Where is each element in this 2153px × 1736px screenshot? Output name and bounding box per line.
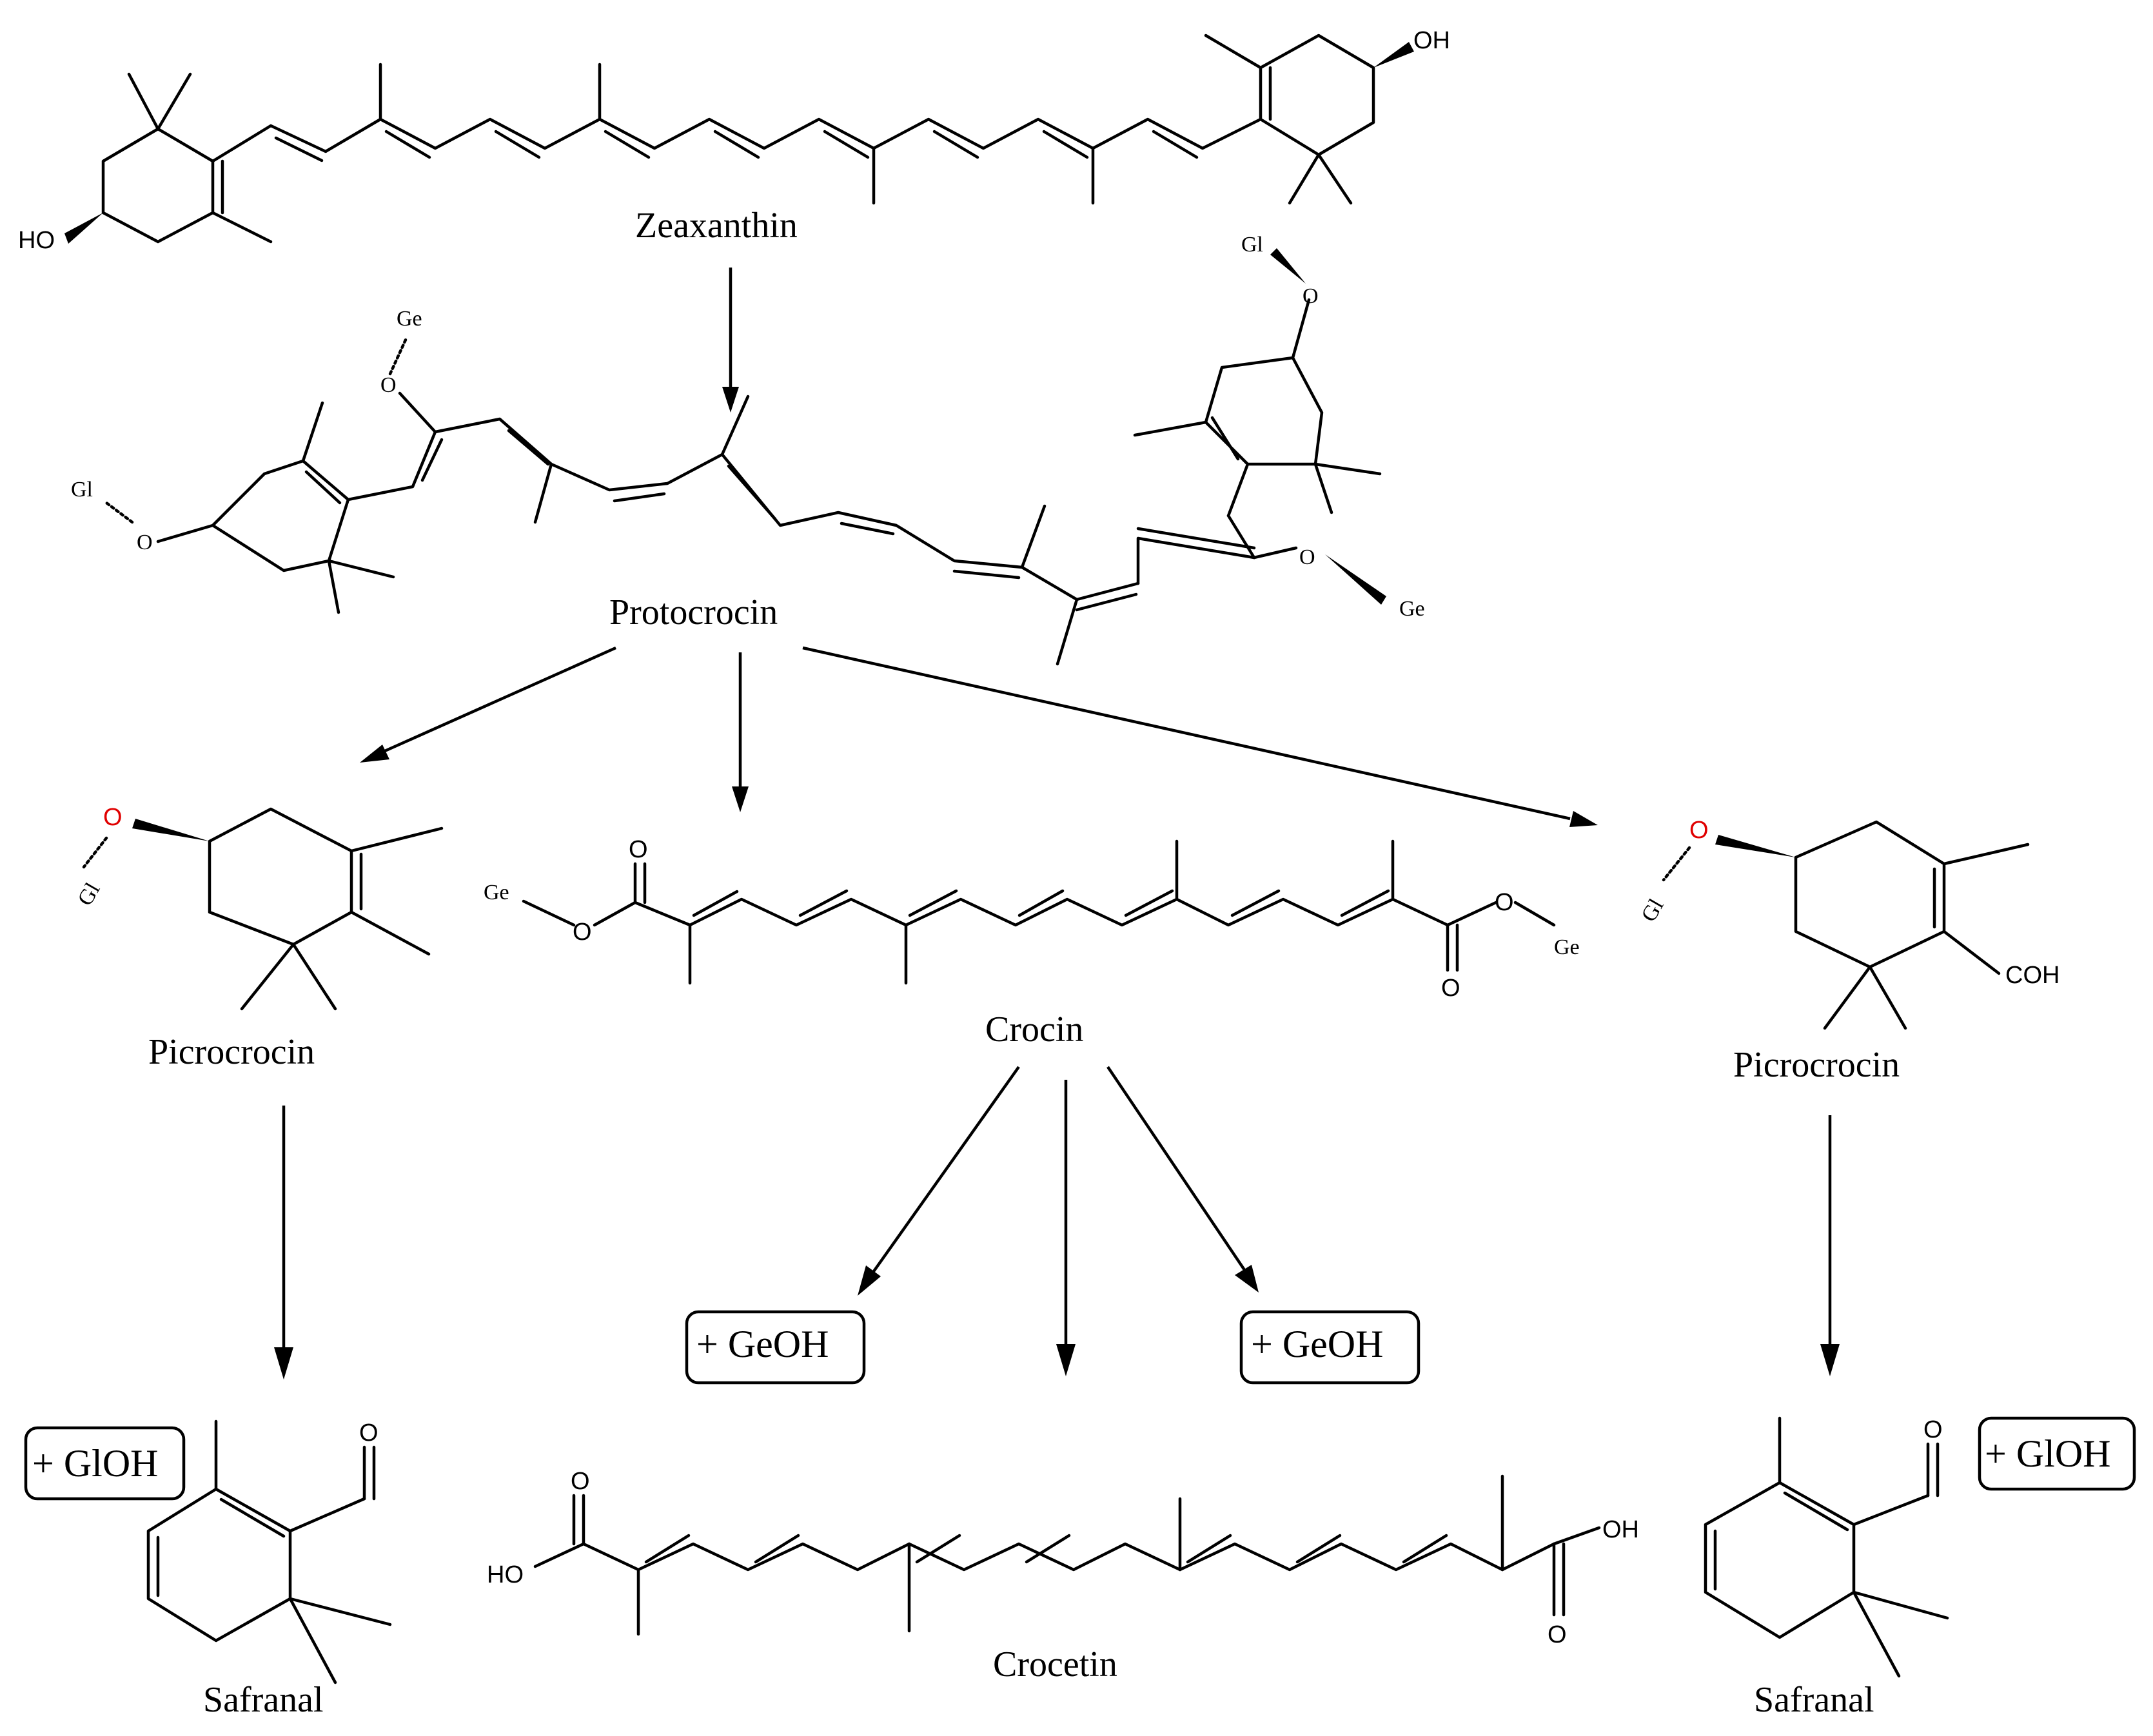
picrocrocin-right-structure: COH O Gl <box>1637 817 2060 1030</box>
reaction-arrow <box>802 646 1571 821</box>
geoh-left-box <box>685 1310 866 1385</box>
protocrocin-right-ring <box>1204 356 1324 518</box>
safranal-left-label: Safranal <box>203 1680 324 1720</box>
crocetin-structure: HO O OH O <box>487 1468 1639 1648</box>
geoh-right-label: + GeOH <box>1251 1323 1383 1365</box>
oxygen-label: O <box>380 373 397 397</box>
gentiobiose-label: Ge <box>397 307 422 331</box>
oxygen-label: O <box>629 836 648 863</box>
safranal-right-label: Safranal <box>1754 1680 1874 1720</box>
hydroxyl-label: HO <box>487 1561 524 1588</box>
protocrocin-left-ring <box>211 459 350 572</box>
gentiobiose-label: Ge <box>1554 935 1580 959</box>
hydroxyl-label: OH <box>1602 1516 1639 1543</box>
safranal-left-structure: O <box>146 1419 392 1684</box>
oxygen-label: O <box>1689 817 1709 844</box>
crocin-label: Crocin <box>985 1009 1083 1049</box>
geoh-left-label: + GeOH <box>696 1323 829 1365</box>
zeaxanthin-right-ring <box>1259 34 1375 157</box>
gentiobiose-label: Ge <box>1399 597 1425 621</box>
reaction-arrow <box>380 646 616 755</box>
gloh-left-label: + GlOH <box>32 1442 159 1485</box>
reaction-arrow <box>1106 1066 1246 1271</box>
oxygen-label: O <box>1441 975 1460 1002</box>
crocetin-label: Crocetin <box>993 1644 1117 1684</box>
zeaxanthin-label: Zeaxanthin <box>635 206 798 246</box>
safranal-right-structure: O <box>1704 1416 1949 1678</box>
hydroxyl-label: OH <box>1413 27 1450 54</box>
picrocrocin-left-label: Picrocrocin <box>148 1032 315 1072</box>
oxygen-label: O <box>571 1468 590 1495</box>
zeaxanthin-left-ring <box>101 127 215 244</box>
oxygen-label: O <box>359 1419 378 1447</box>
hydroxyl-label: HO <box>18 227 55 254</box>
glucose-label: Gl <box>71 478 93 502</box>
oxygen-label: O <box>1923 1416 1943 1443</box>
protocrocin-polyene-chain <box>346 417 1140 601</box>
oxygen-label: O <box>573 919 592 946</box>
glucose-label: Gl <box>74 879 105 910</box>
formyl-label: COH <box>2005 962 2060 989</box>
oxygen-label: O <box>1299 545 1315 569</box>
glucose-label: Gl <box>1241 233 1263 257</box>
oxygen-label: O <box>137 531 153 554</box>
picrocrocin-left-ring <box>208 807 353 946</box>
gloh-right-label: + GlOH <box>1985 1432 2111 1475</box>
picrocrocin-left-structure: O Gl <box>74 804 444 1011</box>
crocin-structure: Ge O O O O Ge <box>484 836 1580 1002</box>
zeaxanthin-polyene-chain <box>211 117 1263 163</box>
zeaxanthin-structure: HO OH <box>18 27 1450 254</box>
gentiobiose-label: Ge <box>484 881 509 904</box>
gloh-right-box <box>1978 1416 2136 1491</box>
oxygen-label: O <box>1548 1621 1567 1648</box>
oxygen-label: O <box>1495 889 1514 916</box>
glucose-label: Gl <box>1637 895 1669 926</box>
safranal-right-ring <box>1704 1481 1856 1639</box>
reaction-arrow <box>871 1066 1020 1274</box>
picrocrocin-right-ring <box>1794 820 1946 969</box>
safranal-left-ring <box>146 1487 292 1643</box>
protocrocin-structure: O Gl O Ge O Ge O Gl <box>71 233 1425 666</box>
crocetin-polyene-chain <box>582 1542 1556 1572</box>
wedge-bond <box>64 213 103 244</box>
gloh-left-box <box>24 1426 186 1501</box>
oxygen-label: O <box>103 804 123 831</box>
crocin-polyene-chain <box>593 897 1450 927</box>
protocrocin-label: Protocrocin <box>609 592 778 632</box>
oxygen-label: O <box>1303 284 1319 308</box>
geoh-right-box <box>1239 1310 1421 1385</box>
picrocrocin-right-label: Picrocrocin <box>1733 1045 1900 1085</box>
